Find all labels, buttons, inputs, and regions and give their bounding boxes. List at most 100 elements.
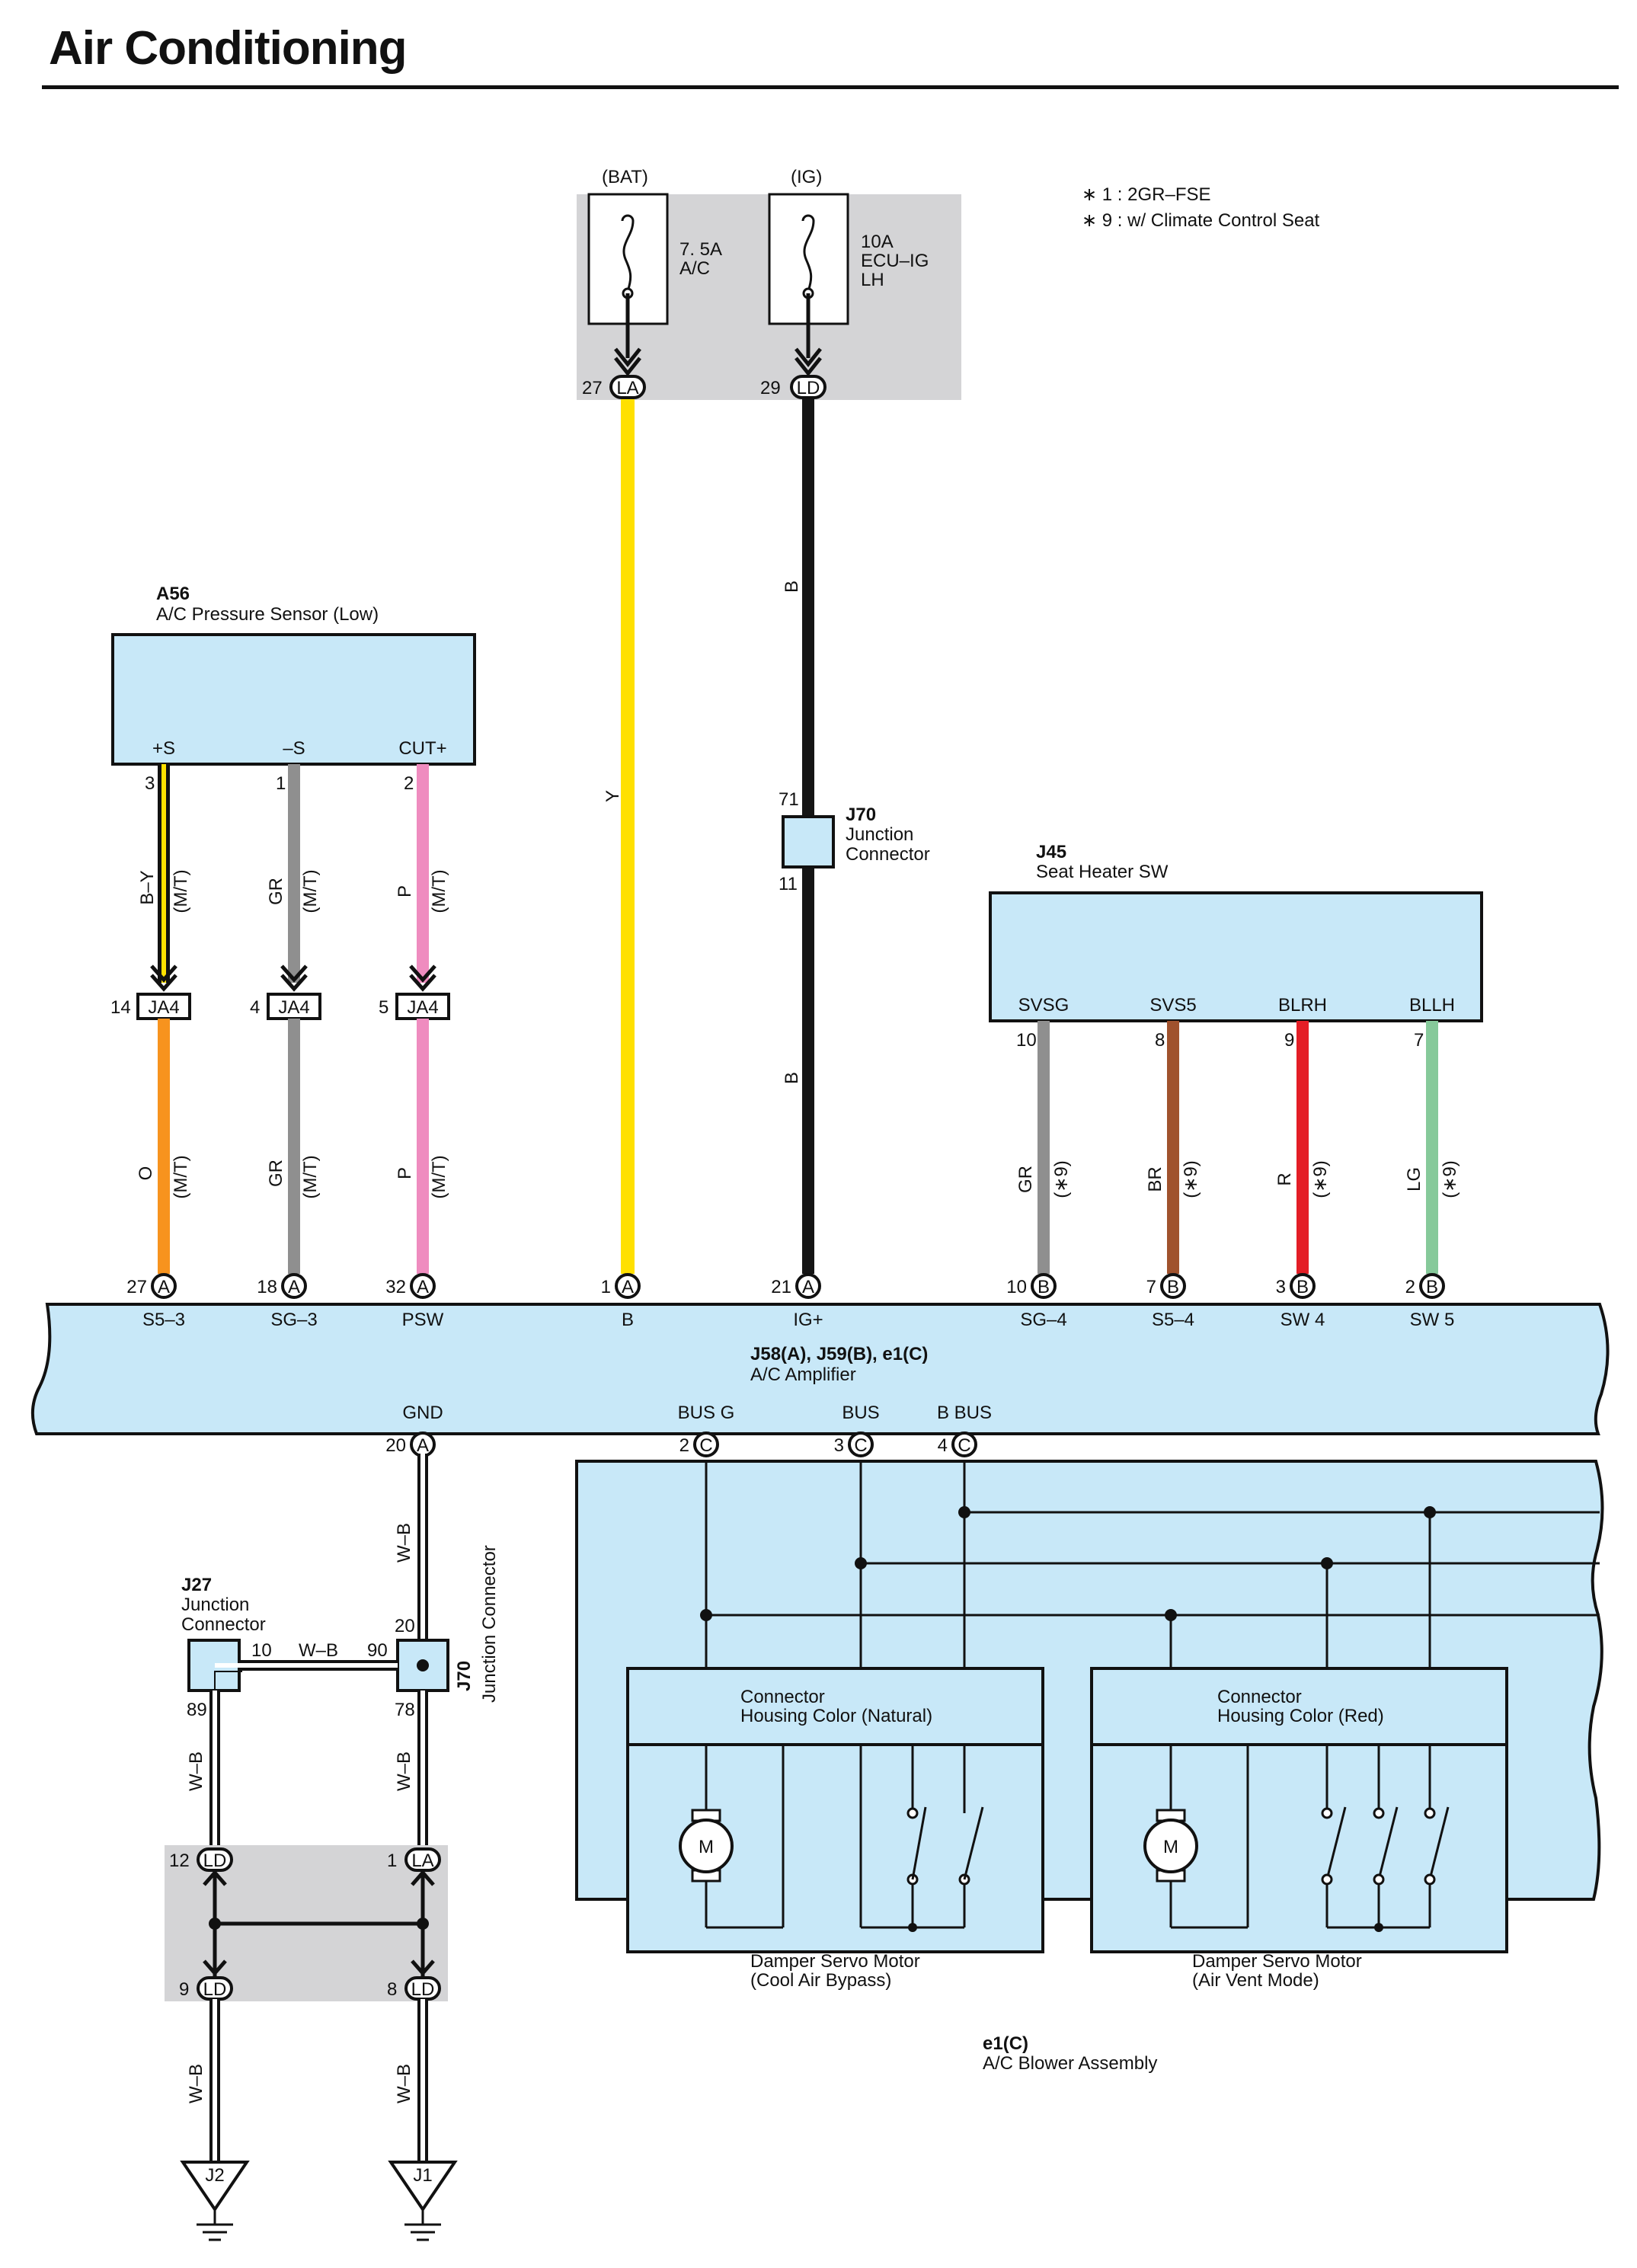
j27-line1: Junction [181, 1595, 249, 1615]
a56-name: A/C Pressure Sensor (Low) [156, 604, 379, 625]
amp-pin-conn-letter: B [1426, 1277, 1438, 1297]
ground-j2-label: J2 [205, 2165, 224, 2186]
jb-conn-ld-1-label: LD [203, 1851, 227, 1871]
conn-ld-label: LD [797, 378, 820, 398]
j45-seat-heater-switch: J45 Seat Heater SW SVSG SVS5 BLRH BLLH 1… [989, 842, 1483, 1051]
wire-o-mt: (M/T) [171, 1155, 191, 1198]
wire-o-label: O [136, 1166, 156, 1181]
wire-br-label: BR [1145, 1166, 1165, 1192]
motor-2-label: M [1163, 1837, 1178, 1857]
a56-term-minus-s: –S [283, 738, 305, 759]
jb-pin-9: 9 [179, 1979, 189, 2000]
wire-gr-sensor-mt: (M/T) [300, 869, 321, 913]
a56-pin-3: 3 [145, 773, 155, 794]
arrow-la [614, 347, 641, 377]
ac-amplifier: J58(A), J59(B), e1(C) A/C Amplifier [30, 1303, 1610, 1435]
a56-term-plus-s: +S [152, 738, 175, 759]
j70-bottom-name: Junction Connector [479, 1545, 500, 1703]
wire-wb-gnd-label: W–B [394, 1523, 414, 1563]
amp-bottom-pin-connector [848, 1431, 874, 1457]
j70-pin-78: 78 [395, 1700, 415, 1720]
jb-conn-la-label: LA [411, 1851, 433, 1871]
servo1-line1: Damper Servo Motor [750, 1951, 920, 1972]
amp-pin-number: 7 [1146, 1277, 1156, 1297]
wire-wb-j70-label: W–B [394, 1751, 414, 1791]
a56-sensor: A56 A/C Pressure Sensor (Low) +S –S CUT+… [111, 584, 476, 794]
amp-pin-number: 27 [126, 1277, 147, 1297]
amp-pin-connector [151, 1273, 177, 1299]
amp-pin-conn-letter: A [417, 1277, 429, 1297]
j27-code: J27 [181, 1575, 212, 1595]
j45-pin-10: 10 [1016, 1030, 1037, 1051]
note-9: ∗ 9 : w/ Climate Control Seat [1082, 210, 1320, 231]
amp-terminal-name: B [622, 1310, 634, 1330]
j45-pin-8: 8 [1155, 1030, 1165, 1051]
chevron-ja4-3 [409, 964, 436, 992]
motor-2-icon [1143, 1819, 1198, 1873]
j45-body [989, 891, 1483, 1022]
amp-body [30, 1303, 1610, 1435]
amp-bottom-pin-conn-letter: A [417, 1435, 429, 1456]
wire-b-y-label: B–Y [137, 870, 158, 904]
a56-code: A56 [156, 584, 190, 604]
j27-pin-89: 89 [187, 1700, 207, 1720]
j70-top-code: J70 [846, 805, 876, 825]
a56-pin-2: 2 [404, 773, 414, 794]
amp-bottom-pin-number: 3 [834, 1435, 844, 1456]
j45-term-blrh: BLRH [1278, 995, 1327, 1016]
j45-term-bllh: BLLH [1409, 995, 1455, 1016]
amp-pin-conn-letter: A [802, 1277, 814, 1297]
amp-pin-conn-letter: B [1038, 1277, 1050, 1297]
wire-r-label: R [1274, 1172, 1295, 1185]
amp-pin-connector [1290, 1273, 1316, 1299]
j45-name: Seat Heater SW [1036, 862, 1169, 882]
conn-ld [790, 375, 826, 399]
jb-pin-12: 12 [169, 1851, 190, 1871]
amp-bottom-pin-conn-letter: C [958, 1435, 970, 1456]
wire-r-note: (∗9) [1310, 1160, 1331, 1198]
amp-bottom-terminal-name: BUS G [678, 1403, 735, 1423]
amp-pin-number: 2 [1405, 1277, 1415, 1297]
j70-top-pin-out: 11 [779, 874, 798, 894]
amp-pin-connector [615, 1273, 641, 1299]
servo2-line1: Damper Servo Motor [1192, 1951, 1362, 1972]
conn2-line2: Housing Color (Red) [1217, 1706, 1384, 1726]
fuse-7-5a-name: A/C [679, 258, 710, 279]
amp-bottom-pin-number: 20 [385, 1435, 406, 1456]
ground-circuit: W–B 20 90 78 J70 Junction Connector J27 … [165, 1454, 500, 2241]
conn1-line2: Housing Color (Natural) [740, 1706, 932, 1726]
j70-top-pin-in: 71 [779, 789, 799, 810]
amp-bottom-pin-number: 2 [679, 1435, 689, 1456]
wire-gr-amp-label: GR [266, 1160, 286, 1187]
amp-terminal-name: SW 5 [1410, 1310, 1455, 1330]
amp-terminal-name: IG+ [793, 1310, 823, 1330]
bat-label: (BAT) [602, 167, 648, 187]
amp-pin-connector [281, 1273, 307, 1299]
jb-conn-ld-2-label: LD [203, 1979, 227, 2000]
amp-pin-number: 10 [1006, 1277, 1027, 1297]
jb-pin-8: 8 [387, 1979, 397, 2000]
ja4-pin-14: 14 [110, 997, 131, 1018]
wire-gr-j45-label: GR [1015, 1166, 1036, 1193]
amp-pin-conn-letter: B [1167, 1277, 1179, 1297]
chevron-ja4-2 [280, 964, 308, 992]
servo2-line2: (Air Vent Mode) [1192, 1970, 1319, 1991]
wire-lg-note: (∗9) [1440, 1160, 1460, 1198]
amp-bottom-pin-connector [693, 1431, 719, 1457]
ground-j1-label: J1 [413, 2165, 432, 2186]
wire-lg-label: LG [1404, 1167, 1424, 1192]
j70-top-connector [782, 815, 835, 868]
conn2-line1: Connector [1217, 1687, 1302, 1707]
motor-1-label: M [699, 1837, 714, 1857]
wire-b-label-1: B [782, 581, 802, 593]
j70-pin-90: 90 [367, 1640, 388, 1661]
a56-pin-1: 1 [276, 773, 286, 794]
amp-top-pins: A27S5–3A18SG–3A32PSWA1BA21IG+B10SG–4B7S5… [126, 1273, 1455, 1330]
amp-terminal-name: SG–3 [270, 1310, 317, 1330]
chevron-ja4-1 [150, 964, 177, 992]
amp-bottom-pin-conn-letter: C [854, 1435, 867, 1456]
wire-wb-j27-label: W–B [186, 1751, 206, 1791]
amp-pin-number: 18 [257, 1277, 277, 1297]
amp-pin-conn-letter: B [1296, 1277, 1309, 1297]
